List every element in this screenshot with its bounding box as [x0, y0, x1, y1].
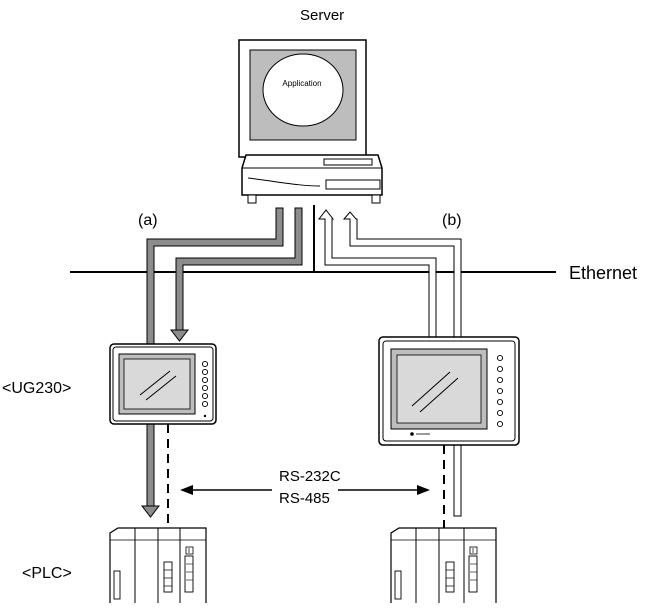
application-label: Application [270, 80, 334, 88]
ug230-display-icon [110, 344, 216, 424]
route-b-label: (b) [442, 213, 462, 229]
right-display-icon [379, 337, 519, 445]
server-monitor-icon [239, 40, 366, 168]
rs232c-label: RS-232C [279, 469, 341, 484]
ug230-label: <UG230> [2, 381, 71, 397]
rs-arrow-left [180, 485, 272, 495]
route-b-arrow-from-display [319, 210, 436, 340]
rs-arrow-right [338, 485, 430, 495]
plc-left-icon [110, 528, 206, 603]
plc-right-icon [391, 528, 496, 603]
ethernet-label: Ethernet [569, 264, 637, 282]
rs485-label: RS-485 [279, 491, 330, 506]
server-base-icon [242, 155, 382, 203]
server-label: Server [300, 8, 344, 23]
route-a-label: (a) [138, 213, 158, 229]
plc-label: <PLC> [22, 566, 72, 582]
